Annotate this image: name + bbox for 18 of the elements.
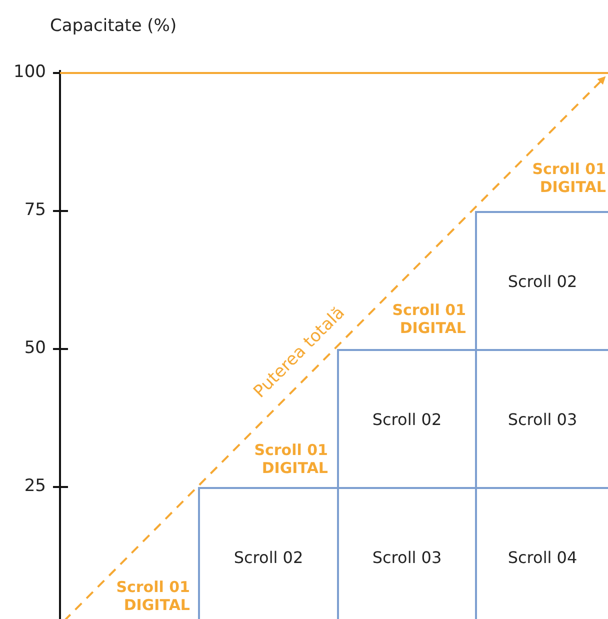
tick-label: 100 xyxy=(12,62,46,82)
stage-label: Scroll 03 xyxy=(372,548,442,566)
stage-annotation: Scroll 01 DIGITAL xyxy=(115,578,190,614)
stage-label: Scroll 02 xyxy=(372,410,442,428)
tick-label: 75 xyxy=(23,200,46,220)
tick-label: 50 xyxy=(23,338,46,358)
stage-annotation: Scroll 01 DIGITAL xyxy=(391,301,466,337)
compressor-stage-box xyxy=(337,349,477,489)
stage-annotation: Scroll 01 DIGITAL xyxy=(253,441,328,477)
stage-label: Scroll 04 xyxy=(508,548,578,566)
axis-title: Capacitate (%) xyxy=(50,16,177,36)
stage-label: Scroll 03 xyxy=(508,410,578,428)
stage-annotation: Scroll 01 DIGITAL xyxy=(531,160,606,196)
tick-label: 25 xyxy=(23,476,46,496)
stage-label: Scroll 02 xyxy=(508,272,578,290)
compressor-stage-box xyxy=(198,487,339,619)
compressor-stage-box xyxy=(475,211,608,351)
stage-label: Scroll 02 xyxy=(234,548,304,566)
